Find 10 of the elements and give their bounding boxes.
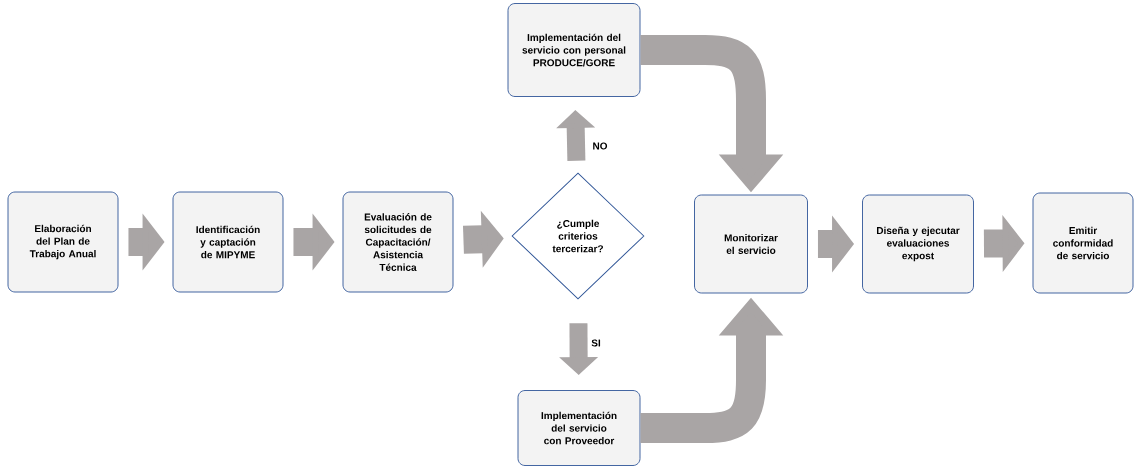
process-box: Monitorizar el servicio	[694, 194, 808, 294]
process-box: Evaluación de solicitudes de Capacitación/ Asistencia Técnica	[342, 191, 454, 293]
process-box: Implementación del servicio con personal PRODUCE/GORE	[507, 3, 641, 97]
process-box: Identificación y captación de MIPYME	[172, 191, 284, 293]
process-box: Elaboración del Plan de Trabajo Anual	[7, 191, 119, 293]
edge-label: SI	[589, 337, 603, 349]
process-box: Diseña y ejecutar evaluaciones expost	[862, 194, 974, 294]
process-box: Implementación del servicio con Proveedor	[517, 390, 641, 466]
process-box: Emitir conformidad de servicio	[1032, 192, 1134, 294]
edge-label: NO	[591, 140, 609, 152]
